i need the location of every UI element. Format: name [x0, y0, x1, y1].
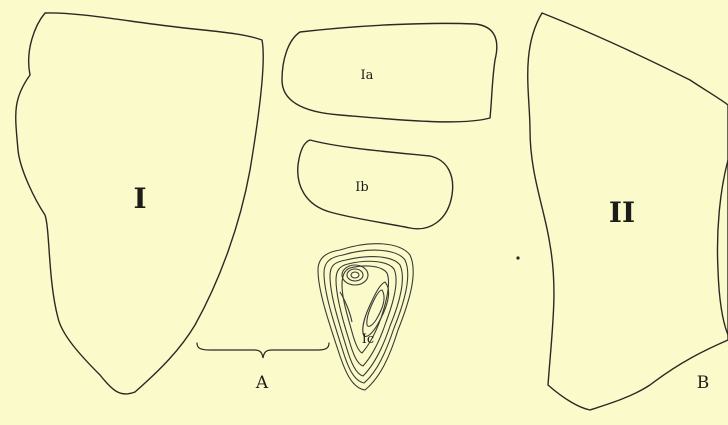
- group-a-brace: [197, 343, 329, 358]
- group-a-label: A: [255, 373, 269, 393]
- fragment-ic-contours: [318, 244, 413, 390]
- group-b-label: B: [697, 373, 710, 393]
- fragment-ic-label: Ic: [362, 332, 374, 347]
- fragment-ia-outline: [282, 23, 497, 122]
- dot-mark: [516, 256, 519, 259]
- fragment-ib-label: Ib: [355, 180, 368, 195]
- fragment-ii-label: II: [609, 196, 635, 229]
- adjacent-fragment-edge: [717, 160, 728, 335]
- fragment-ib-outline: [298, 140, 453, 229]
- fragment-i-label: I: [133, 182, 146, 215]
- fragment-ia-label: Ia: [361, 68, 374, 83]
